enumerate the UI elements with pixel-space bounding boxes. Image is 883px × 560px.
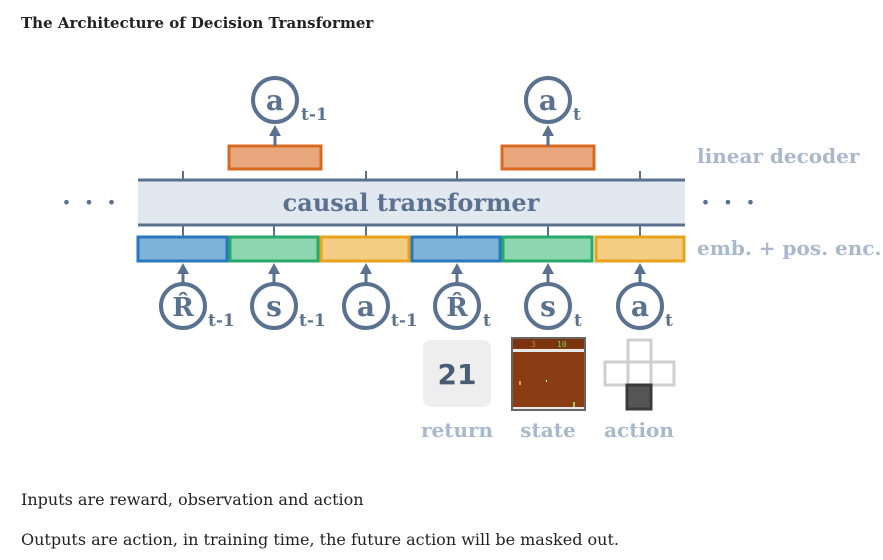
output-subscript: t [573, 105, 581, 125]
causal-transformer-label: causal transformer [283, 188, 540, 217]
return-value: 21 [438, 358, 477, 391]
action-label: action [604, 418, 674, 442]
input-subscript: t [483, 311, 491, 331]
embedding-action-t-minus-1 [319, 235, 411, 263]
output-subscript: t-1 [301, 105, 328, 125]
embedding-state-t [501, 235, 594, 263]
linear-decoder-label: linear decoder [697, 144, 860, 168]
input-token-return-t: R̂ t [433, 282, 491, 331]
output-arrows [269, 125, 554, 146]
state-score-right: 10 [557, 340, 567, 349]
input-token-action-t-minus-1: a t-1 [342, 282, 418, 331]
state-score-left: 3 [531, 340, 536, 349]
decision-transformer-diagram: • • • • • • causal transformer linear de… [62, 76, 881, 442]
input-symbol: a [631, 290, 649, 323]
input-subscript: t-1 [391, 311, 418, 331]
input-subscript: t-1 [208, 311, 235, 331]
left-ellipsis: • • • [62, 193, 120, 212]
input-subscript: t [665, 311, 673, 331]
input-symbol: a [357, 290, 375, 323]
input-symbol: R̂ [172, 292, 194, 323]
causal-transformer-block [138, 180, 685, 225]
right-ellipsis: • • • [701, 193, 759, 212]
action-dpad-icon [603, 338, 676, 411]
outputs-caption: Outputs are action, in training time, th… [21, 530, 619, 549]
embedding-label: emb. + pos. enc. [697, 236, 881, 260]
page-title: The Architecture of Decision Transformer [21, 14, 374, 32]
embedding-action-t [594, 235, 686, 263]
output-symbol: a [539, 84, 557, 117]
embedding-state-t-minus-1 [228, 235, 320, 263]
input-token-state-t: s t [524, 282, 582, 331]
output-token-a-t-minus-1: a t-1 [251, 76, 328, 125]
input-token-return-t-minus-1: R̂ t-1 [159, 282, 235, 331]
inputs-caption: Inputs are reward, observation and actio… [21, 490, 364, 509]
output-token-a-t: a t [524, 76, 581, 125]
return-tile: 21 [423, 340, 491, 407]
transformer-bottom-ticks [182, 225, 641, 236]
linear-decoder-2 [500, 144, 596, 171]
input-token-state-t-minus-1: s t-1 [250, 282, 326, 331]
input-subscript: t-1 [299, 311, 326, 331]
state-label: state [520, 418, 575, 442]
state-frame: 3 10 [511, 337, 586, 411]
input-symbol: R̂ [446, 292, 468, 323]
input-symbol: s [266, 290, 282, 323]
return-label: return [421, 418, 494, 442]
input-subscript: t [574, 311, 582, 331]
embedding-return-t [410, 235, 502, 263]
input-arrows [177, 263, 646, 284]
input-token-action-t: a t [616, 282, 673, 331]
embedding-row [136, 235, 686, 263]
embedding-return-t-minus-1 [136, 235, 229, 263]
input-symbol: s [540, 290, 556, 323]
output-symbol: a [266, 84, 284, 117]
linear-decoder-1 [227, 144, 323, 171]
